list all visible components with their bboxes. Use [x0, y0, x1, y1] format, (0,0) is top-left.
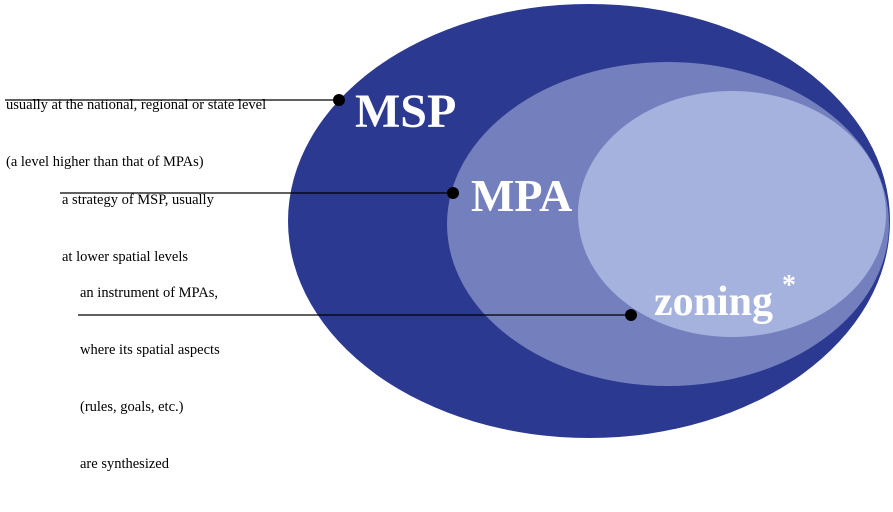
msp-annotation-line: usually at the national, regional or sta…: [6, 97, 267, 113]
mpa-annotation: a strategy of MSP, usually at lower spat…: [62, 153, 214, 305]
msp-annotation-line: (a level higher than that of MPAs): [6, 154, 204, 170]
mpa-label: MPA: [471, 170, 572, 221]
zoning-annotation-line: are synthesized: [80, 456, 169, 472]
zoning-annotation: an instrument of MPAs, where its spatial…: [80, 246, 220, 512]
msp-label: MSP: [355, 85, 456, 138]
zoning-label-marker: *: [782, 270, 796, 301]
mpa-annotation-line: a strategy of MSP, usually: [62, 192, 214, 208]
nested-sets-diagram: MSP MPA zoning * usually at the national…: [5, 4, 890, 472]
mpa-annotation-line: at lower spatial levels: [62, 249, 189, 265]
msp-leader-dot: [333, 94, 345, 106]
zoning-annotation-line: an instrument of MPAs,: [80, 285, 219, 301]
diagram-canvas: MSP MPA zoning *: [5, 4, 890, 438]
zoning-leader-dot: [625, 309, 637, 321]
msp-annotation: usually at the national, regional or sta…: [6, 58, 266, 210]
zoning-ellipse: [578, 91, 886, 337]
zoning-label: zoning: [654, 279, 773, 325]
zoning-annotation-line: where its spatial aspects: [80, 342, 220, 358]
mpa-leader-dot: [447, 187, 459, 199]
zoning-annotation-line: (rules, goals, etc.): [80, 399, 184, 415]
